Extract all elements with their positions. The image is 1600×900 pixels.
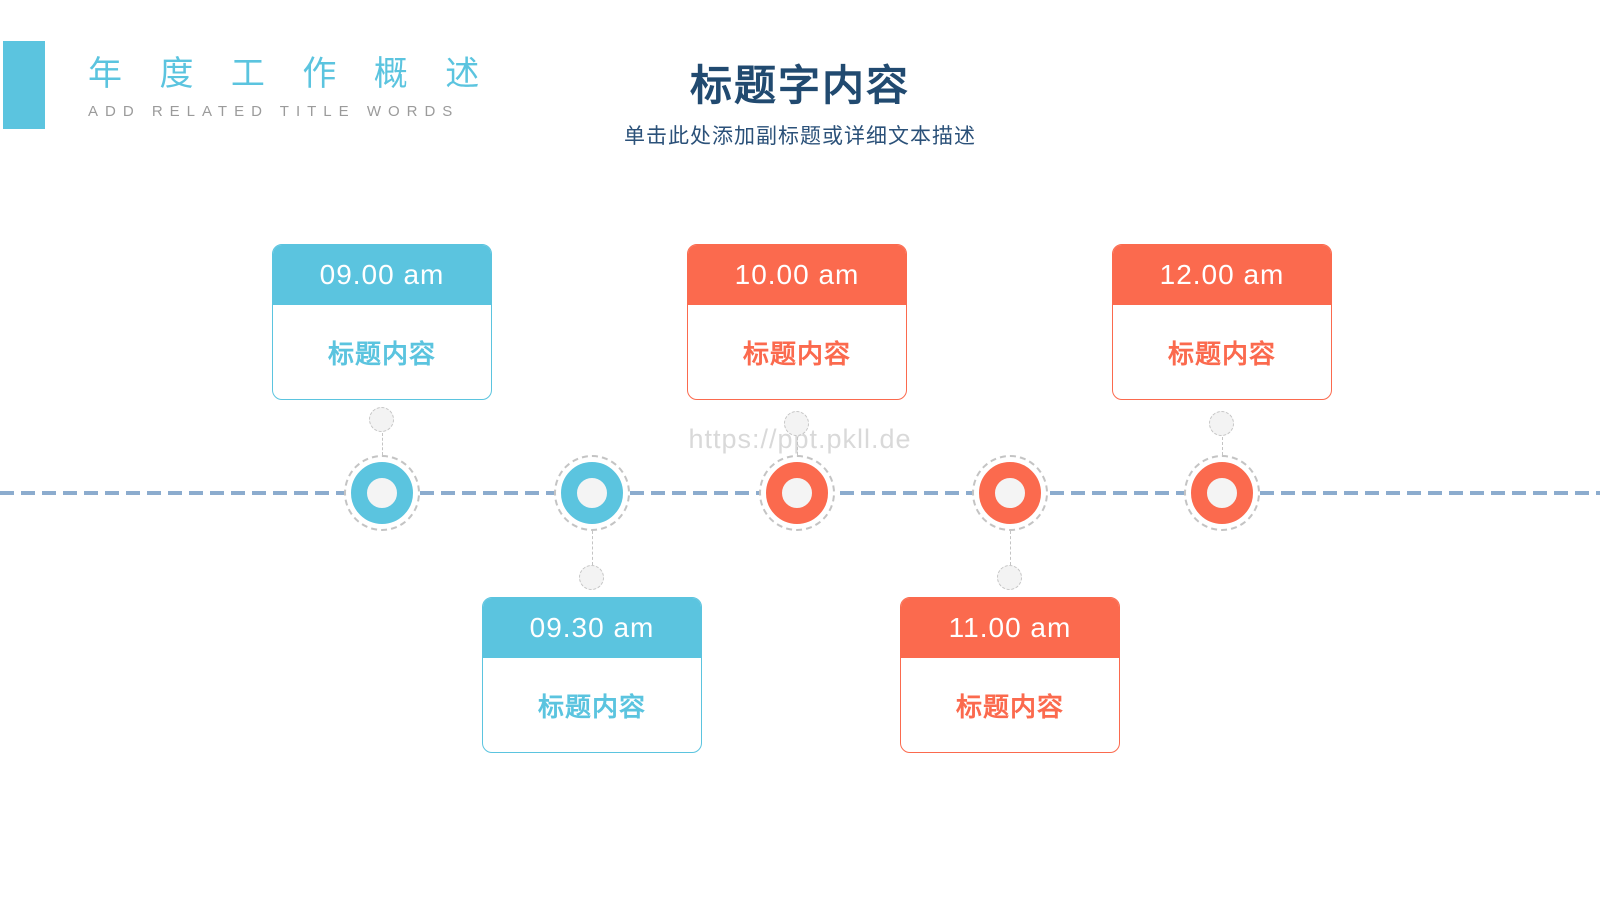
connector-line-1200	[1222, 437, 1223, 455]
event-time: 10.00 am	[688, 245, 906, 305]
page-subtitle: 单击此处添加副标题或详细文本描述	[624, 125, 976, 148]
timeline-node-0930	[554, 455, 630, 531]
corner-subtitle: ADD RELATED TITLE WORDS	[88, 103, 460, 120]
node-ring-icon	[351, 462, 413, 524]
event-label: 标题内容	[742, 338, 851, 369]
timeline-node-1000	[759, 455, 835, 531]
event-label: 标题内容	[327, 338, 436, 369]
timeline-node-0900	[344, 455, 420, 531]
corner-accent-bar	[3, 41, 45, 129]
connector-dot-1200	[1209, 411, 1234, 436]
event-time: 09.30 am	[483, 598, 701, 658]
timeline-node-1200	[1184, 455, 1260, 531]
connector-dot-1100	[997, 565, 1022, 590]
event-card-1100[interactable]: 11.00 am 标题内容	[900, 597, 1120, 753]
page-title: 标题字内容	[689, 62, 910, 109]
event-label: 标题内容	[1167, 338, 1276, 369]
connector-line-1100	[1010, 531, 1011, 565]
node-ring-icon	[561, 462, 623, 524]
connector-dot-1000	[784, 411, 809, 436]
connector-dot-0930	[579, 565, 604, 590]
node-ring-icon	[979, 462, 1041, 524]
timeline-node-1100	[972, 455, 1048, 531]
connector-line-1000	[797, 437, 798, 455]
node-ring-icon	[766, 462, 828, 524]
event-card-1000[interactable]: 10.00 am 标题内容	[687, 244, 907, 400]
event-label: 标题内容	[537, 691, 646, 722]
event-label: 标题内容	[955, 691, 1064, 722]
corner-title: 年 度 工 作 概 述	[88, 55, 494, 93]
event-card-0930[interactable]: 09.30 am 标题内容	[482, 597, 702, 753]
event-time: 11.00 am	[901, 598, 1119, 658]
node-ring-icon	[1191, 462, 1253, 524]
connector-line-0900	[382, 433, 383, 455]
connector-dot-0900	[369, 407, 394, 432]
event-time: 12.00 am	[1113, 245, 1331, 305]
connector-line-0930	[592, 531, 593, 565]
event-time: 09.00 am	[273, 245, 491, 305]
event-card-0900[interactable]: 09.00 am 标题内容	[272, 244, 492, 400]
event-card-1200[interactable]: 12.00 am 标题内容	[1112, 244, 1332, 400]
